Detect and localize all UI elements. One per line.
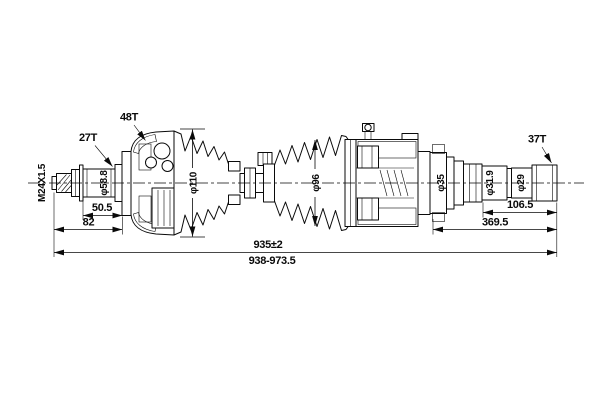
dim-50-5: 50.5 <box>82 199 123 235</box>
dim-overall-range-text: 938-973.5 <box>249 255 296 267</box>
boot-folds-top <box>274 135 349 166</box>
callout-37t: 37T <box>528 134 552 164</box>
dim-82: 82 <box>53 192 123 257</box>
dim-369-5: 369.5 <box>432 217 557 235</box>
dim-overall-text: 935±2 <box>253 239 282 251</box>
leader-line <box>541 146 552 164</box>
dim-106-5: 106.5 <box>482 199 558 257</box>
bearing-ball-small-1 <box>145 156 157 169</box>
label-dia-110: φ110 <box>189 171 200 194</box>
bearing-ball-large <box>153 142 171 160</box>
boot-clamp-top <box>228 161 241 172</box>
abs-tone-ring-bottom <box>138 195 152 223</box>
tripod-roller-top <box>357 145 379 169</box>
label-dia-96: φ96 <box>311 174 322 192</box>
inner-cv-joint <box>344 123 431 227</box>
callout-48t: 48T <box>120 112 146 141</box>
boot-folds-bottom <box>274 200 349 231</box>
leader-line <box>94 145 113 167</box>
collar-hatch-bottom <box>432 212 445 222</box>
dim-ticks <box>180 128 205 238</box>
vent-bolt-stem <box>364 131 372 140</box>
dim-dia-96: φ96 <box>311 140 322 226</box>
label-thread-spec: M24X1.5 <box>37 163 48 202</box>
dim-106-5-text: 106.5 <box>507 199 533 211</box>
label-37t: 37T <box>528 134 547 146</box>
vent-bolt-circle <box>364 123 372 132</box>
boot-folds-top <box>173 130 241 169</box>
bearing-ball-small-2 <box>161 160 174 172</box>
inner-race-step <box>121 151 132 216</box>
dim-369-5-text: 369.5 <box>482 217 508 229</box>
label-27t: 27T <box>79 132 98 144</box>
callout-27t: 27T <box>79 132 113 167</box>
label-dia-35: φ35 <box>436 174 447 192</box>
label-dia-58-8: φ58.8 <box>99 170 110 196</box>
dim-50-5-text: 50.5 <box>92 202 112 214</box>
boot-clamp-bottom <box>228 194 241 205</box>
clamp-screw-lines <box>262 153 268 165</box>
dim-82-text: 82 <box>83 217 95 229</box>
label-48t: 48T <box>120 112 139 124</box>
label-dia-31-9: φ31.9 <box>485 170 496 196</box>
outer-cv-joint <box>130 130 175 236</box>
roller-lines <box>361 146 373 220</box>
outer-boot <box>173 130 241 236</box>
leader-line <box>133 124 146 141</box>
ball-race-block <box>151 187 175 229</box>
dim-dia-110: φ110 <box>180 128 205 238</box>
label-dia-29: φ29 <box>516 174 527 192</box>
boot-folds-bottom <box>173 197 241 236</box>
race-lines <box>157 190 171 226</box>
thread-hatch <box>56 174 73 193</box>
tripod-roller-bottom <box>357 197 379 221</box>
housing-section-hatch-top <box>133 134 157 154</box>
dim-overall: 935±2 938-973.5 <box>54 239 557 267</box>
collar-hatch-top <box>432 144 445 154</box>
